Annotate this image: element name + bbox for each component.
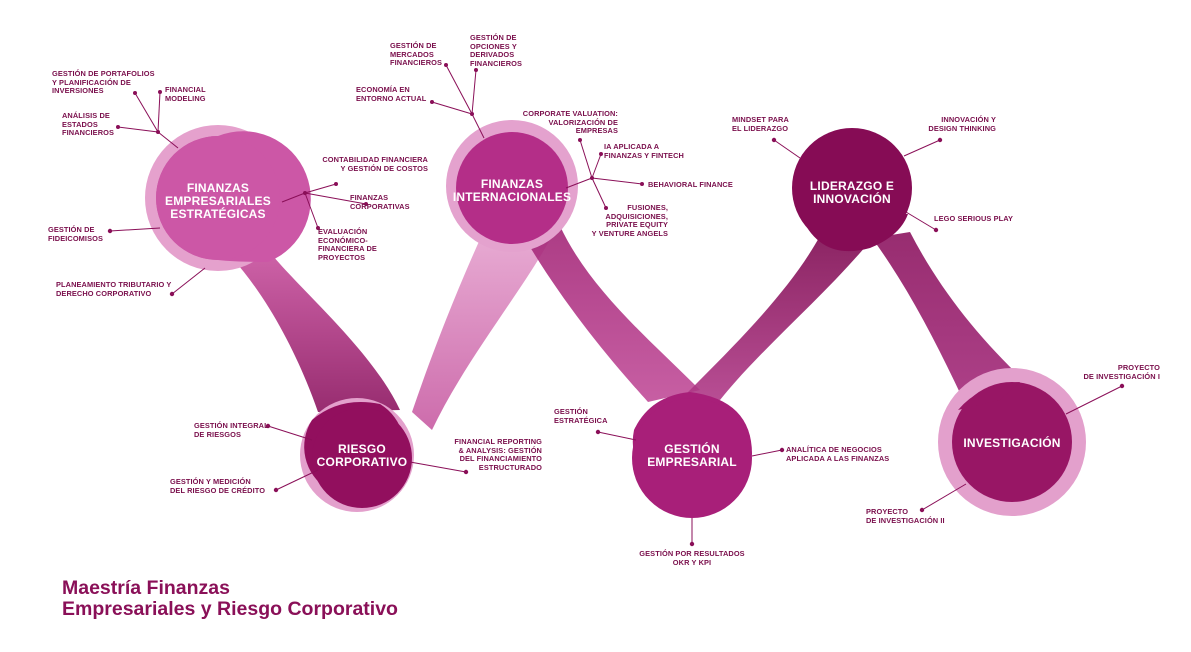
topic-evaluacion: EVALUACIÓN ECONÓMICO- FINANCIERA DE PROY… <box>318 227 377 262</box>
topic-fideicomisos: GESTIÓN DE FIDEICOMISOS <box>48 225 103 243</box>
ribbon-5 <box>872 232 1032 410</box>
ribbon-4 <box>684 236 866 400</box>
topic-mindset: MINDSET PARA EL LIDERAZGO <box>732 115 789 133</box>
ribbon-2 <box>412 218 560 430</box>
topic-portafolios: GESTIÓN DE PORTAFOLIOS Y PLANIFICACIÓN D… <box>52 69 155 96</box>
topic-gestion-integral: GESTIÓN INTEGRAL DE RIESGOS <box>194 421 269 439</box>
node-label-finanzas-internacionales: FINANZAS INTERNACIONALES <box>452 177 572 204</box>
topic-opciones: GESTIÓN DE OPCIONES Y DERIVADOS FINANCIE… <box>470 33 523 68</box>
ribbon-1 <box>232 250 400 412</box>
topic-medicion-riesgo: GESTIÓN Y MEDICIÓN DEL RIESGO DE CRÉDITO <box>170 477 266 495</box>
topic-analitica: ANALÍTICA DE NEGOCIOS APLICADA A LAS FIN… <box>786 445 890 463</box>
topic-mercados: GESTIÓN DE MERCADOS FINANCIEROS <box>390 41 443 68</box>
topic-analisis-estados: ANÁLISIS DE ESTADOS FINANCIEROS <box>62 111 115 138</box>
topic-economia: ECONOMÍA EN ENTORNO ACTUAL <box>356 85 427 103</box>
page-title: Maestría Finanzas Empresariales y Riesgo… <box>62 577 398 620</box>
topic-fusiones: FUSIONES, ADQUISICIONES, PRIVATE EQUITY … <box>591 203 668 238</box>
node-investigacion <box>952 382 1072 502</box>
node-label-liderazgo: LIDERAZGO E INNOVACIÓN <box>809 179 895 206</box>
topic-ia-fintech: IA APLICADA A FINANZAS Y FINTECH <box>604 142 684 160</box>
topic-investigacion-2: PROYECTO DE INVESTIGACIÓN II <box>866 507 945 525</box>
topic-finanzas-corporativas: FINANZAS CORPORATIVAS <box>350 193 410 211</box>
node-label-gestion-empresarial: GESTIÓN EMPRESARIAL <box>647 442 737 469</box>
topic-lego: LEGO SERIOUS PLAY <box>934 214 1014 223</box>
topic-financial-reporting: FINANCIAL REPORTING & ANALYSIS: GESTIÓN … <box>454 437 542 472</box>
topic-innovacion: INNOVACIÓN Y DESIGN THINKING <box>928 115 996 133</box>
topic-contabilidad: CONTABILIDAD FINANCIERA Y GESTIÓN DE COS… <box>322 155 428 173</box>
topic-behavioral: BEHAVIORAL FINANCE <box>648 180 733 189</box>
topic-okr: GESTIÓN POR RESULTADOS OKR Y KPI <box>639 549 745 567</box>
node-label-finanzas-empresariales: FINANZAS EMPRESARIALES ESTRATÉGICAS <box>165 181 271 221</box>
ribbon-3 <box>520 226 700 402</box>
topic-gestion-estrategica: GESTIÓN ESTRATÉGICA <box>554 407 608 425</box>
node-finanzas-internacionales <box>456 132 568 244</box>
node-label-riesgo: RIESGO CORPORATIVO <box>316 442 408 469</box>
topic-corporate-valuation: CORPORATE VALUATION: VALORIZACIÓN DE EMP… <box>522 109 618 136</box>
topic-financial-modeling: FINANCIAL MODELING <box>165 85 206 103</box>
node-label-investigacion: INVESTIGACIÓN <box>963 436 1061 450</box>
connector-dots <box>107 63 1125 547</box>
connector-lines <box>109 64 1123 544</box>
topic-investigacion-1: PROYECTO DE INVESTIGACIÓN I <box>1083 363 1160 381</box>
topic-planeamiento: PLANEAMIENTO TRIBUTARIO Y DERECHO CORPOR… <box>56 280 172 298</box>
